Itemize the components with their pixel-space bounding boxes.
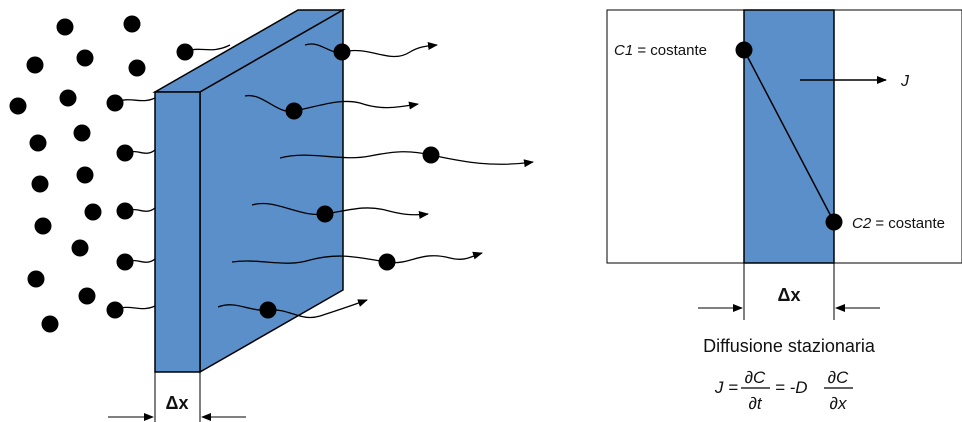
particle — [59, 89, 77, 107]
particle — [56, 18, 74, 36]
frac1-numerator: ∂C — [745, 368, 766, 387]
particle — [128, 59, 146, 77]
particle — [29, 134, 47, 152]
particle — [259, 301, 277, 319]
particle — [78, 287, 96, 305]
c2-symbol: C2 — [852, 215, 872, 232]
left-thickness-label: Δx — [166, 393, 189, 413]
incoming-particles — [106, 43, 231, 319]
outgoing-paths — [217, 42, 534, 319]
left-membrane-diagram: Δx — [9, 8, 534, 422]
particle — [73, 124, 91, 142]
c1-text: = costante — [633, 42, 707, 59]
particle — [285, 102, 303, 120]
c1-symbol: C1 — [614, 42, 633, 59]
particle — [106, 301, 124, 319]
c1-label: C1 = costante — [614, 42, 707, 59]
particle — [31, 175, 49, 193]
particle — [316, 205, 334, 223]
particle — [106, 94, 124, 112]
particle — [176, 43, 194, 61]
membrane-front-face — [154, 91, 201, 373]
particle — [116, 253, 134, 271]
caption: Diffusione stazionaria — [703, 336, 876, 356]
particle — [71, 239, 89, 257]
particle — [116, 202, 134, 220]
c2-label: C2 = costante — [852, 215, 945, 232]
frac2-numerator: ∂C — [828, 368, 849, 387]
particle — [378, 253, 396, 271]
right-profile-diagram: C1 = costante C2 = costante J Δx Diffusi… — [606, 9, 962, 413]
flux-equation: J = ∂C ∂t = -D ∂C ∂x — [714, 368, 853, 413]
c1-point — [735, 41, 753, 59]
c2-point — [825, 213, 843, 231]
particle — [84, 203, 102, 221]
equation-lhs: J = — [714, 378, 738, 397]
particle — [26, 56, 44, 74]
frac1-denominator: ∂t — [748, 394, 762, 413]
c2-text: = costante — [871, 215, 945, 232]
particle — [116, 144, 134, 162]
particle — [41, 315, 59, 333]
free-particles — [9, 15, 146, 333]
particle — [333, 43, 351, 61]
equation-mid: = -D — [775, 378, 808, 397]
concentration-gradient-line — [743, 49, 835, 223]
particle — [422, 146, 440, 164]
left-thickness-dimension: Δx — [108, 372, 246, 422]
particle — [76, 49, 94, 67]
right-thickness-dimension: Δx — [698, 263, 880, 320]
particle — [76, 166, 94, 184]
particle — [27, 270, 45, 288]
particle — [9, 97, 27, 115]
right-thickness-label: Δx — [778, 285, 801, 305]
flux-label: J — [900, 73, 910, 90]
frac2-denominator: ∂x — [830, 394, 847, 413]
particle — [34, 217, 52, 235]
particle — [123, 15, 141, 33]
